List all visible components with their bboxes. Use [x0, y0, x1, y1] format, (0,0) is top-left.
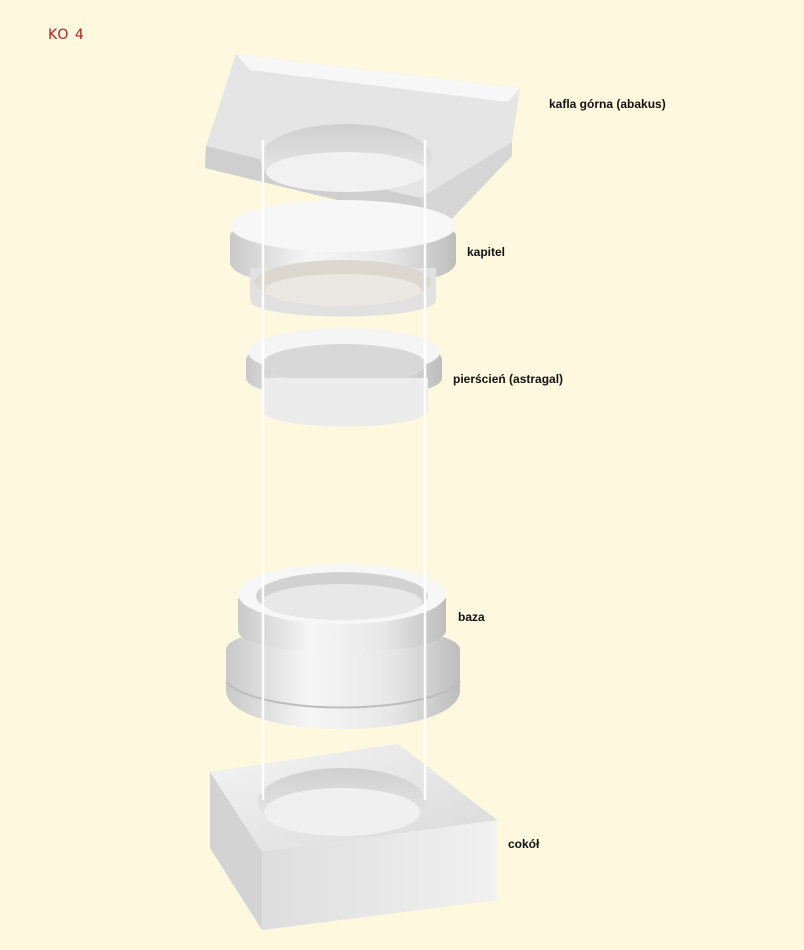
label-astragal: pierścień (astragal) — [453, 372, 564, 386]
label-abakus: kafla górna (abakus) — [549, 97, 666, 111]
label-cokol: cokół — [508, 837, 540, 851]
cokol-part — [210, 744, 497, 930]
label-kapitel: kapitel — [467, 245, 506, 259]
kapitel-part — [230, 200, 456, 317]
baza-part — [225, 564, 461, 729]
abakus-part — [205, 54, 520, 226]
label-baza: baza — [458, 610, 485, 624]
alignment-lines — [261, 140, 427, 800]
model-code: KO 4 — [48, 27, 85, 43]
astragal-part — [246, 328, 442, 427]
